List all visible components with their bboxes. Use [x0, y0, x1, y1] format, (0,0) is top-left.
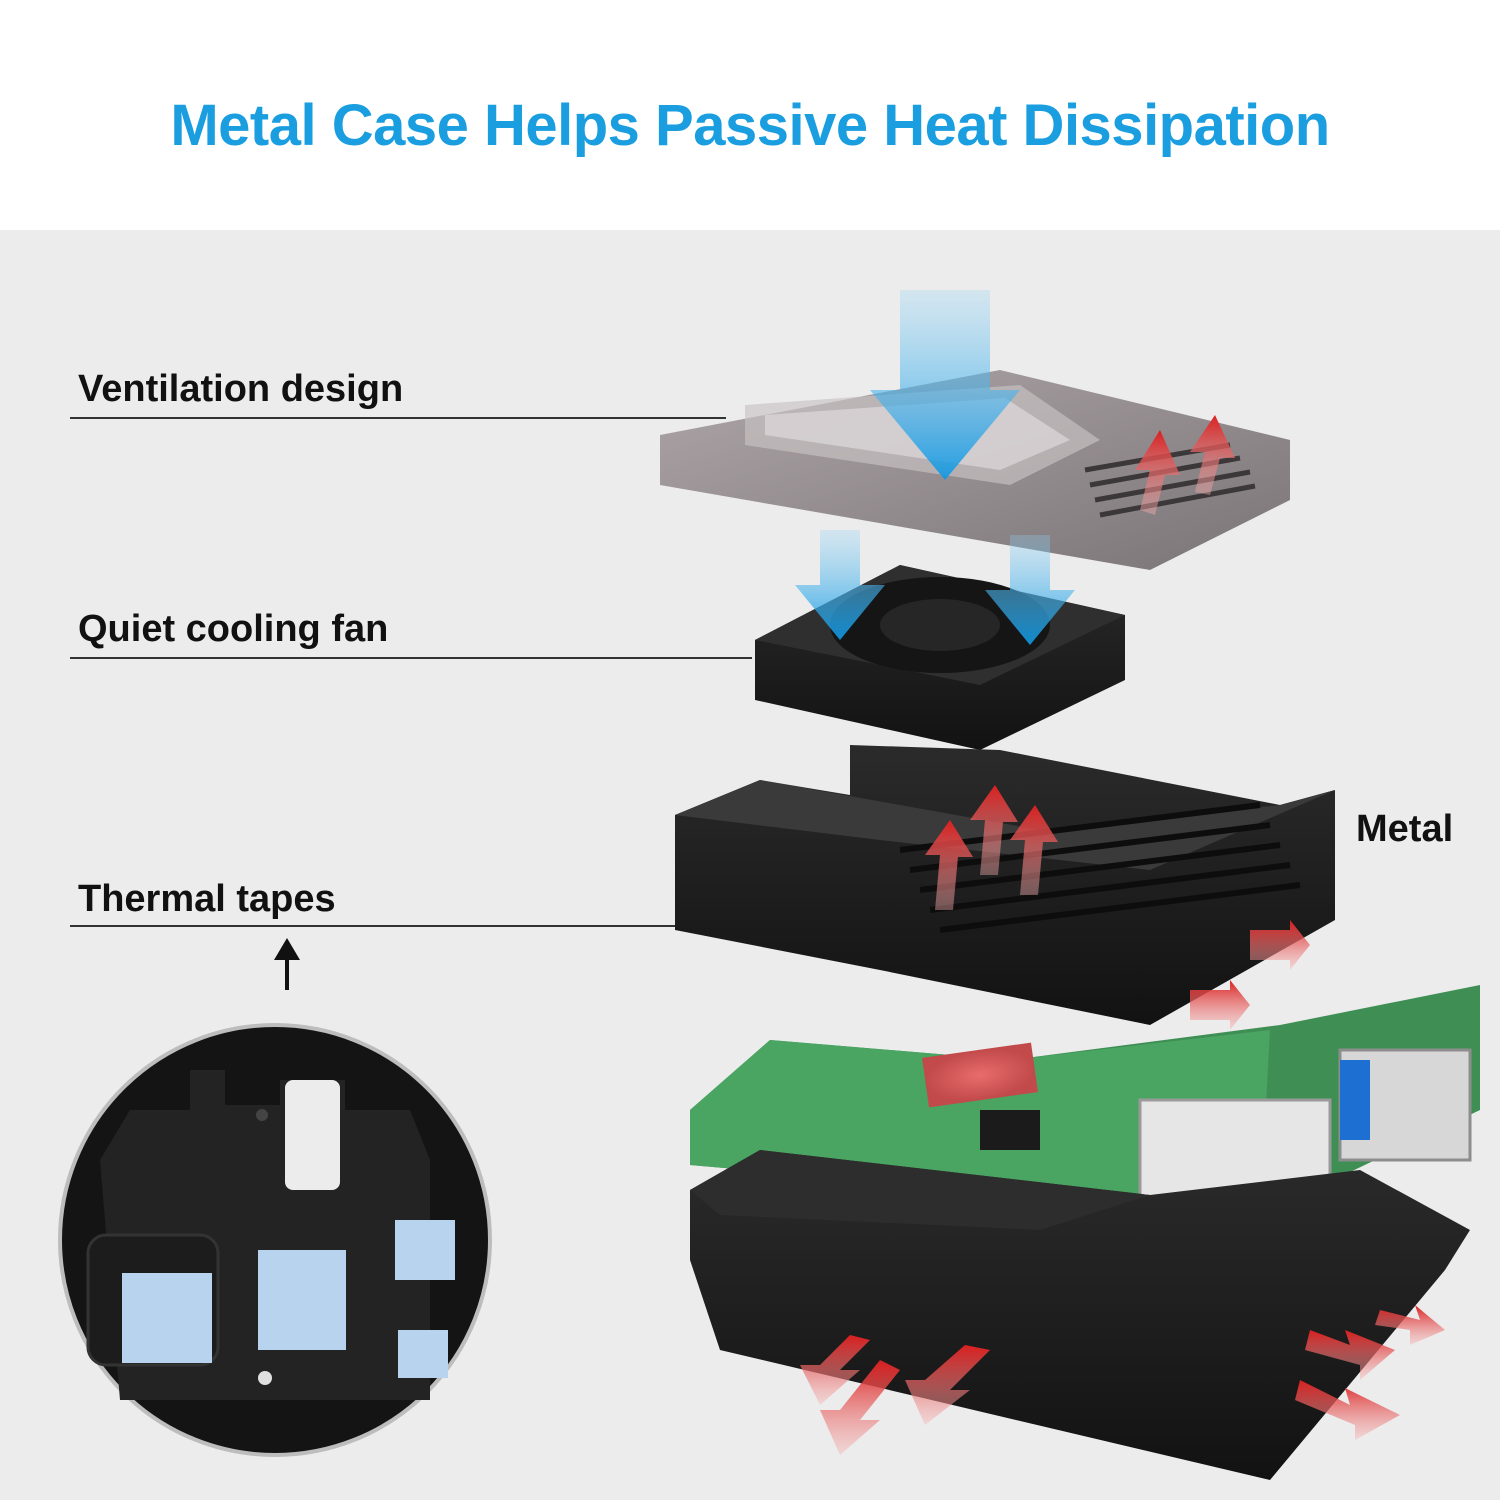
- title-band: Metal Case Helps Passive Heat Dissipatio…: [0, 0, 1500, 230]
- exploded-case-illustration: [58, 290, 1480, 1480]
- circuit-board: [690, 985, 1480, 1237]
- bottom-plate: [690, 1150, 1470, 1480]
- thermal-pad: [398, 1330, 448, 1378]
- thermal-tape-zoom: [58, 1023, 492, 1457]
- thermal-pad: [395, 1220, 455, 1280]
- label-metal: Metal: [1356, 808, 1454, 850]
- thermal-pad: [258, 1250, 346, 1350]
- label-thermal-tapes: Thermal tapes: [78, 878, 336, 920]
- cool-air-arrows: [795, 290, 1075, 645]
- metal-case: [675, 745, 1335, 1025]
- label-quiet-cooling-fan: Quiet cooling fan: [78, 608, 389, 650]
- page-title: Metal Case Helps Passive Heat Dissipatio…: [170, 93, 1330, 158]
- up-arrow-icon: [274, 938, 300, 990]
- thermal-pad: [122, 1273, 212, 1363]
- label-ventilation-design: Ventilation design: [78, 368, 404, 410]
- diagram-stage: Ventilation design Quiet cooling fan The…: [0, 230, 1500, 1500]
- hot-air-arrows: [800, 415, 1445, 1455]
